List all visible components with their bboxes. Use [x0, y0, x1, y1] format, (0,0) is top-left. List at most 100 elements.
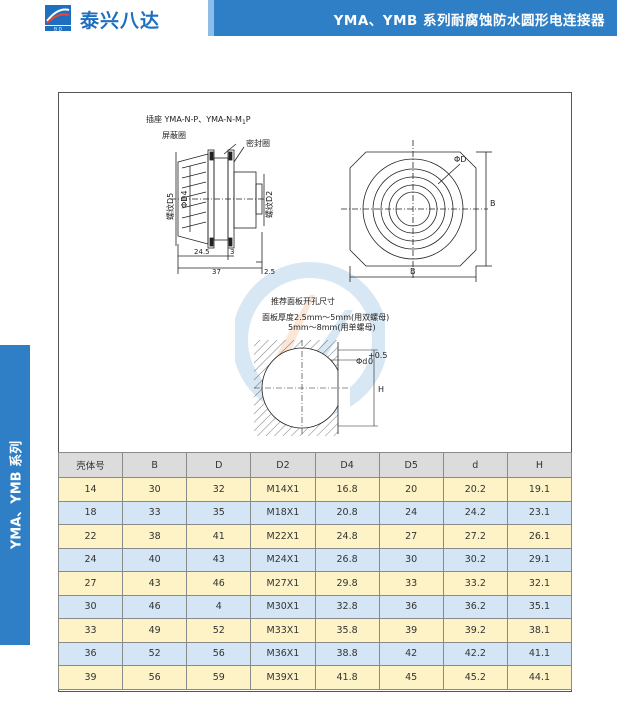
socket-title-end: P [246, 115, 251, 124]
series-side-tab: YMA、YMB 系列 [0, 345, 30, 645]
table-cell: 19.1 [506, 477, 573, 502]
label-shield-ring: 屏蔽圈 [162, 130, 186, 140]
panel-cutout-title: 推荐面板开孔尺寸 [271, 296, 335, 306]
col-header-b: B [122, 452, 188, 478]
table-cell: 30 [378, 547, 444, 572]
table-cell: 35.1 [506, 594, 573, 619]
brand-logo-area: B D 泰兴八达 [0, 0, 208, 36]
socket-front-view [341, 140, 492, 282]
table-cell: M14X1 [250, 477, 316, 502]
page-title: YMA、YMB 系列耐腐蚀防水圆形电连接器 [333, 13, 605, 29]
table-cell: 43 [122, 571, 188, 596]
table-cell: 24 [378, 500, 444, 525]
table-cell: 27.2 [442, 524, 508, 549]
table-cell: 32 [186, 477, 252, 502]
table-cell: M18X1 [250, 500, 316, 525]
table-cell: M24X1 [250, 547, 316, 572]
table-cell: 45 [378, 665, 444, 690]
table-cell: 27 [57, 571, 124, 596]
technical-drawing: 插座 YMA-N-P、YMA-N-M1P 屏蔽圈 密封圈 螺纹D5 ΦD4 螺纹… [146, 114, 496, 436]
label-h: H [378, 385, 384, 394]
table-cell: 38.1 [506, 618, 573, 643]
table-cell: 42 [378, 641, 444, 666]
dim-24-5: 24.5 [194, 248, 210, 256]
table-cell: 33 [378, 571, 444, 596]
table-cell: 27 [378, 524, 444, 549]
label-b-bottom: B [410, 267, 416, 276]
table-cell: 18 [57, 500, 124, 525]
table-cell: 39.2 [442, 618, 508, 643]
table-cell: 35 [186, 500, 252, 525]
label-tolerance-upper: +0.5 [368, 351, 387, 360]
table-cell: M22X1 [250, 524, 316, 549]
table-cell: 20.8 [314, 500, 380, 525]
table-cell: 49 [122, 618, 188, 643]
label-seal-ring: 密封圈 [246, 138, 270, 148]
panel-cutout-view [254, 340, 378, 436]
table-cell: M30X1 [250, 594, 316, 619]
table-cell: 52 [122, 641, 188, 666]
table-cell: M39X1 [250, 665, 316, 690]
content-frame [58, 92, 572, 692]
col-header-shell-size: 壳体号 [57, 452, 124, 478]
dim-37: 37 [212, 268, 221, 276]
table-cell: 41 [186, 524, 252, 549]
table-cell: 4 [186, 594, 252, 619]
brand-logo-icon: B D [45, 5, 71, 32]
label-thread-d5: 螺纹D5 [165, 193, 175, 220]
table-cell: 45.2 [442, 665, 508, 690]
dim-3: 3 [230, 248, 234, 256]
socket-side-view [170, 143, 268, 274]
socket-title: 插座 YMA-N-P、YMA-N-M1P [146, 114, 251, 126]
table-cell: 32.8 [314, 594, 380, 619]
table-cell: 24 [57, 547, 124, 572]
table-cell: 35.8 [314, 618, 380, 643]
table-cell: 39 [378, 618, 444, 643]
table-cell: M36X1 [250, 641, 316, 666]
label-tolerance-lower: 0 [368, 357, 373, 366]
table-cell: 14 [57, 477, 124, 502]
table-cell: 29.8 [314, 571, 380, 596]
table-cell: 36.2 [442, 594, 508, 619]
table-cell: 33.2 [442, 571, 508, 596]
table-cell: 30.2 [442, 547, 508, 572]
socket-title-sub: 1 [242, 119, 246, 126]
col-header-d4: D4 [314, 452, 380, 478]
table-cell: 40 [122, 547, 188, 572]
label-phi-d4: ΦD4 [180, 190, 189, 208]
table-cell: 24.8 [314, 524, 380, 549]
table-cell: 29.1 [506, 547, 573, 572]
table-cell: 36 [378, 594, 444, 619]
col-header-d2: D2 [250, 452, 316, 478]
logo-caption: B D [54, 26, 63, 32]
table-cell: 16.8 [314, 477, 380, 502]
panel-thickness-note-2: 5mm～8mm(用单螺母) [288, 322, 376, 332]
table-cell: 26.8 [314, 547, 380, 572]
table-cell: 46 [186, 571, 252, 596]
col-header-d: D [186, 452, 252, 478]
table-cell: 46 [122, 594, 188, 619]
table-cell: 32.1 [506, 571, 573, 596]
table-cell: 42.2 [442, 641, 508, 666]
label-b-side: B [490, 199, 496, 208]
label-phi-d-small: Φd [356, 357, 367, 366]
table-cell: 39 [57, 665, 124, 690]
table-cell: M33X1 [250, 618, 316, 643]
table-cell: 26.1 [506, 524, 573, 549]
col-header-small-d: d [442, 452, 508, 478]
table-cell: 56 [186, 641, 252, 666]
table-cell: 20.2 [442, 477, 508, 502]
socket-title-main: 插座 YMA-N-P、YMA-N-M [146, 114, 242, 124]
table-cell: 30 [57, 594, 124, 619]
table-cell: 33 [57, 618, 124, 643]
